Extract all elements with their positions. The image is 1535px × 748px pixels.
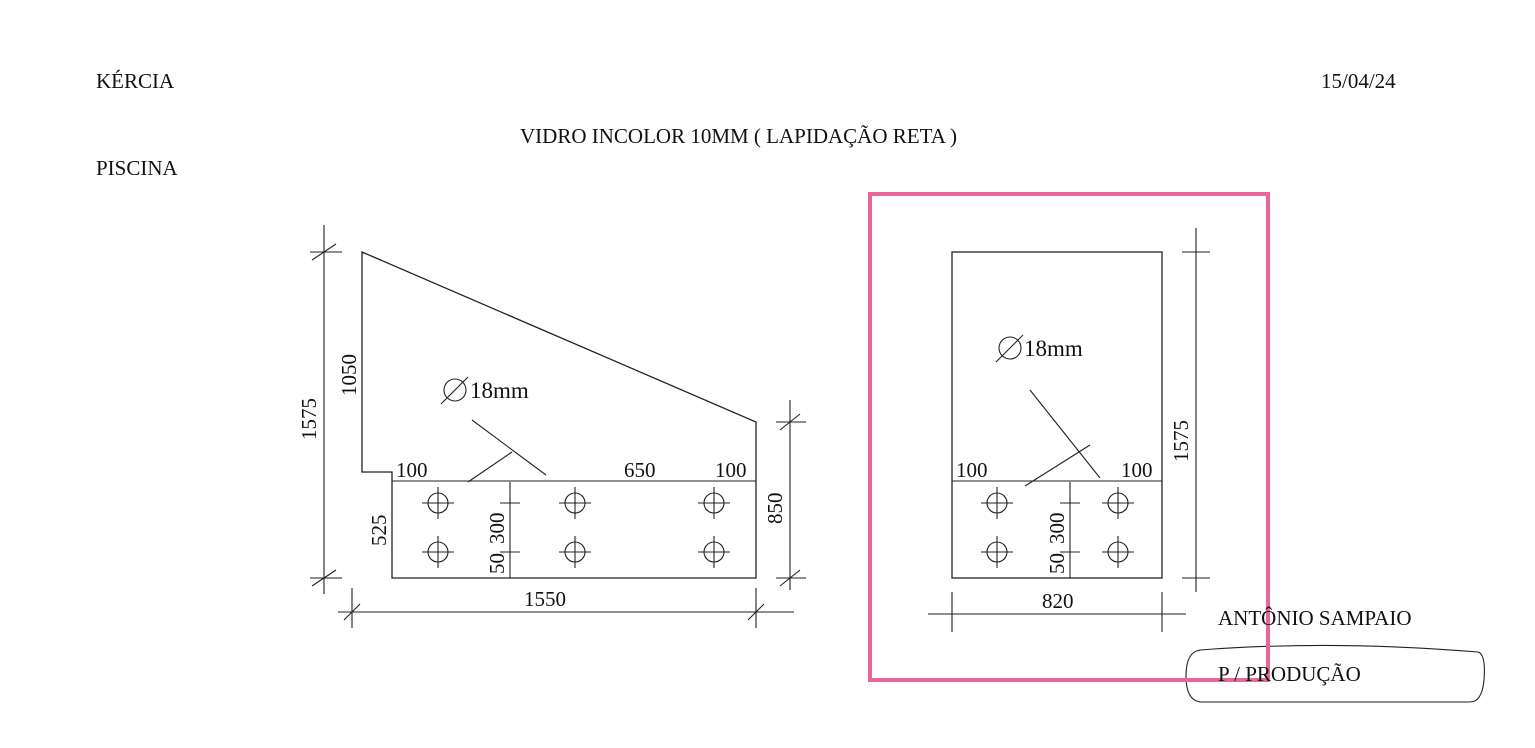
dim-right-hole-bottom: 50 — [1045, 553, 1069, 574]
dim-left-total-height: 1575 — [297, 398, 321, 440]
stamp-label: P / PRODUÇÃO — [1218, 662, 1361, 686]
client-name: KÉRCIA — [96, 69, 175, 93]
dim-right-hole-vertical: 300 — [1045, 513, 1069, 545]
dim-right-edge-left: 100 — [956, 458, 988, 482]
hole-marker — [1102, 536, 1134, 568]
hole-marker — [981, 536, 1013, 568]
hole-marker — [698, 487, 730, 519]
dim-right-height: 1575 — [1169, 420, 1193, 462]
piece-right: 1575 820 100 100 300 50 18mm — [928, 228, 1210, 632]
dim-left-right-height: 850 — [763, 493, 787, 525]
dim-left-hole-bottom: 50 — [485, 553, 509, 574]
dim-left-hole-spacing: 650 — [624, 458, 656, 482]
dim-left-edge-right: 100 — [715, 458, 747, 482]
hole-marker — [981, 487, 1013, 519]
highlight-selection-box — [868, 192, 1270, 682]
hole-marker — [1102, 487, 1134, 519]
stamp-box — [1185, 644, 1485, 703]
dim-left-upper-height: 1050 — [337, 354, 361, 396]
left-hole-diameter-label: 18mm — [470, 378, 529, 403]
page-title: VIDRO INCOLOR 10MM ( LAPIDAÇÃO RETA ) — [520, 124, 957, 148]
dim-left-lower-height: 525 — [367, 515, 391, 547]
piece-right-outline — [951, 251, 1163, 579]
hole-marker — [422, 487, 454, 519]
date: 15/04/24 — [1321, 69, 1396, 93]
hole-marker — [698, 536, 730, 568]
hole-marker — [422, 536, 454, 568]
dim-left-edge-left: 100 — [396, 458, 428, 482]
location-label: PISCINA — [96, 156, 178, 180]
hole-marker — [559, 536, 591, 568]
dim-left-width: 1550 — [524, 587, 566, 611]
piece-left: 1575 1050 525 850 1550 100 650 100 300 5… — [297, 225, 806, 628]
hole-marker — [559, 487, 591, 519]
dim-right-edge-right: 100 — [1121, 458, 1153, 482]
dim-right-width: 820 — [1042, 589, 1074, 613]
signature-name: ANTÔNIO SAMPAIO — [1218, 606, 1412, 630]
dim-left-hole-vertical: 300 — [485, 513, 509, 545]
piece-left-outline — [361, 251, 757, 579]
right-hole-diameter-label: 18mm — [1024, 336, 1083, 361]
